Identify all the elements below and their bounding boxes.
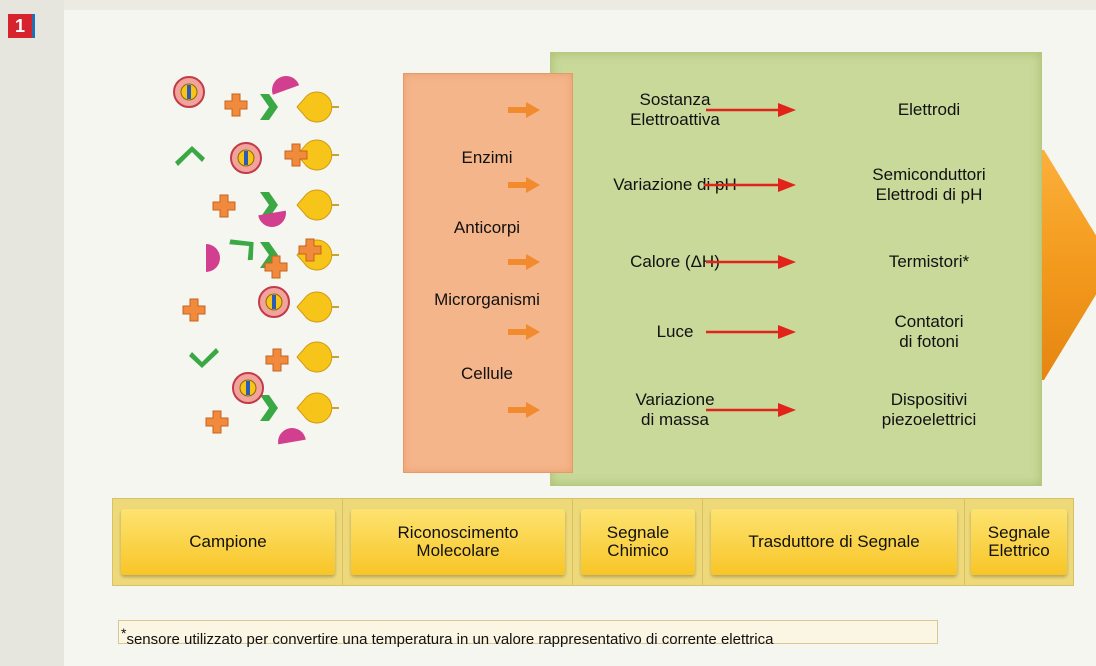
stage-box-riconoscimento: Riconoscimento Molecolare: [342, 498, 574, 586]
stage-label: Segnale Chimico: [606, 523, 670, 560]
footnote: *sensore utilizzato per convertire una t…: [118, 620, 938, 648]
half-disc-molecule-icon: [206, 244, 220, 272]
chevron-receptor-icon: [260, 395, 278, 421]
pacman-receptor-icon: [296, 189, 333, 221]
left-margin: 1: [0, 0, 64, 666]
receptor: [260, 91, 339, 123]
chemical-signal-label: Sostanza Elettroattiva: [630, 90, 720, 129]
recognition-label-microrganismi: Microrganismi: [434, 290, 540, 309]
stage-box-segnale-chimico: Segnale Chimico: [572, 498, 704, 586]
pacman-receptor-icon: [296, 139, 333, 171]
chemical-signal-label: Variazione di pH: [613, 175, 737, 194]
cross-molecule-icon: [205, 410, 229, 434]
footnote-text: sensore utilizzato per convertire una te…: [126, 631, 774, 648]
recognition-panel: [403, 73, 573, 473]
half-disc-molecule-icon: [272, 76, 300, 95]
pacman-receptor-icon: [296, 291, 333, 323]
pacman-receptor-icon: [296, 341, 333, 373]
transducer-label: Contatori di fotoni: [894, 312, 964, 351]
half-disc-molecule-icon: [258, 210, 286, 227]
ring-molecule-icon: [232, 372, 264, 404]
receptor: [296, 291, 339, 323]
cross-molecule-icon: [298, 238, 322, 262]
figure-number-badge: 1: [8, 14, 32, 38]
diagram-area: Enzimi Anticorpi Microrganismi Cellule S…: [64, 10, 1096, 666]
recognition-label-cellule: Cellule: [461, 364, 513, 383]
cross-molecule-icon: [284, 143, 308, 167]
recognition-label-enzimi: Enzimi: [461, 148, 513, 167]
chevron-receptor-icon: [260, 94, 278, 120]
chemical-signal-label: Calore (ΔH): [630, 252, 720, 271]
ring-molecule-icon: [230, 142, 262, 174]
receptor: [260, 392, 339, 424]
angle-molecule-icon: [175, 146, 205, 166]
transducer-panel: [550, 52, 1042, 486]
chevron-receptor-icon: [260, 192, 278, 218]
transducer-label: Dispositivi piezoelettrici: [881, 390, 977, 429]
stage-label: Campione: [189, 532, 267, 551]
sample-molecules: [173, 76, 339, 445]
pacman-receptor-icon: [296, 91, 333, 123]
receptor: [296, 139, 339, 171]
half-disc-molecule-icon: [278, 428, 306, 445]
cross-molecule-icon: [182, 298, 206, 322]
stage-label: Riconoscimento Molecolare: [397, 523, 519, 560]
transducer-label: Termistori*: [888, 252, 970, 271]
cross-molecule-icon: [224, 93, 248, 117]
transducer-label: Elettrodi: [897, 100, 961, 119]
cross-molecule-icon: [212, 194, 236, 218]
receptor: [260, 189, 339, 221]
stage-label: Segnale Elettrico: [987, 523, 1051, 560]
angle-molecule-icon: [189, 348, 219, 368]
ring-molecule-icon: [258, 286, 290, 318]
footnote-marker: *: [121, 625, 127, 641]
stage-box-trasduttore: Trasduttore di Segnale: [702, 498, 966, 586]
chemical-signal-label: Luce: [656, 322, 694, 341]
recognition-label-anticorpi: Anticorpi: [453, 218, 521, 237]
cross-molecule-icon: [265, 348, 289, 372]
ring-molecule-icon: [173, 76, 205, 108]
pacman-receptor-icon: [296, 392, 333, 424]
cross-molecule-icon: [264, 255, 288, 279]
stage-box-segnale-elettrico: Segnale Elettrico: [964, 498, 1074, 586]
transducer-label: Semiconduttori Elettrodi di pH: [872, 165, 986, 204]
stage-box-campione: Campione: [112, 498, 344, 586]
chemical-signal-label: Variazione di massa: [635, 390, 715, 429]
stage-label: Trasduttore di Segnale: [748, 532, 920, 551]
receptor: [296, 341, 339, 373]
angle-molecule-icon: [229, 239, 254, 261]
